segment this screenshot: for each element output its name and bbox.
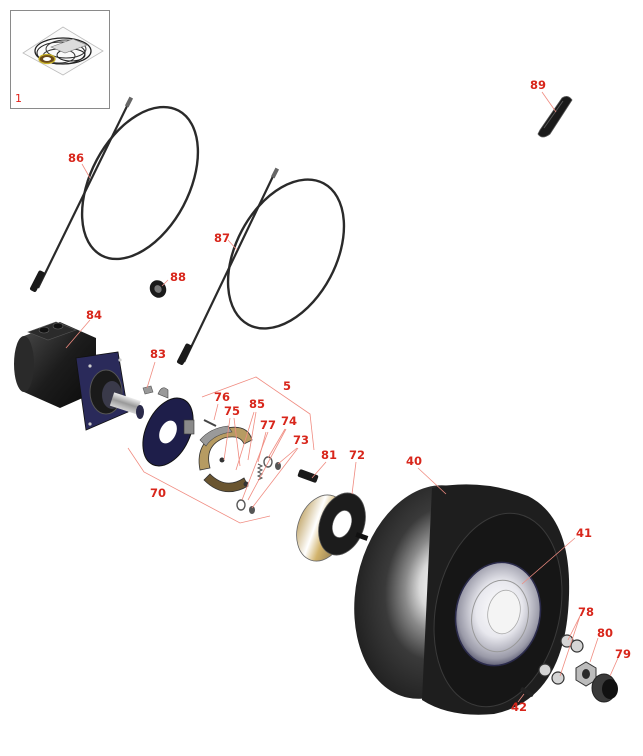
thumbnail-callout-label: 1 [15,92,22,105]
callout-89[interactable]: 89 [530,78,547,92]
callout-42[interactable]: 42 [511,700,528,714]
callout-5[interactable]: 5 [283,379,292,393]
bolt-76 [203,419,217,427]
callout-70[interactable]: 70 [150,486,167,500]
callout-87[interactable]: 87 [214,231,231,245]
callout-86[interactable]: 86 [68,151,85,165]
spring-washer-74 [236,456,273,511]
woodruff-key-83 [142,385,154,395]
callout-76[interactable]: 76 [214,390,231,404]
tire-40 [354,484,570,715]
callout-73[interactable]: 73 [293,433,310,447]
hub-cap-79 [591,673,618,703]
callout-74[interactable]: 74 [281,414,298,428]
leader-lines [65,91,619,703]
seal-kit-icon [22,26,104,76]
callout-84[interactable]: 84 [86,308,103,322]
callout-40[interactable]: 40 [406,454,423,468]
callout-77[interactable]: 77 [260,418,277,432]
callout-85[interactable]: 85 [249,397,266,411]
spring-77 [256,463,264,481]
wheel-motor-84 [14,321,144,431]
brake-shoe-75 [198,425,253,493]
callout-88[interactable]: 88 [170,270,187,284]
callout-78[interactable]: 78 [578,605,595,619]
callout-81[interactable]: 81 [321,448,338,462]
hose-87 [177,167,346,365]
callout-41[interactable]: 41 [576,526,593,540]
valve-stem-42 [520,687,534,697]
key-89 [537,96,573,138]
wheel-rim-41 [454,561,542,667]
nut-73 [249,462,281,514]
callout-83[interactable]: 83 [150,347,167,361]
callout-72[interactable]: 72 [349,448,366,462]
wheel-stud-81 [297,469,319,483]
brake-drum-72 [296,492,369,562]
lug-nut-78 [538,634,584,685]
callout-75[interactable]: 75 [224,404,241,418]
seal-kit-thumbnail[interactable]: 1 [10,10,110,109]
callout-80[interactable]: 80 [597,626,614,640]
hose-86 [30,96,200,292]
callout-79[interactable]: 79 [615,647,632,661]
grommet-88 [149,280,167,298]
backing-plate-70 [142,387,195,467]
